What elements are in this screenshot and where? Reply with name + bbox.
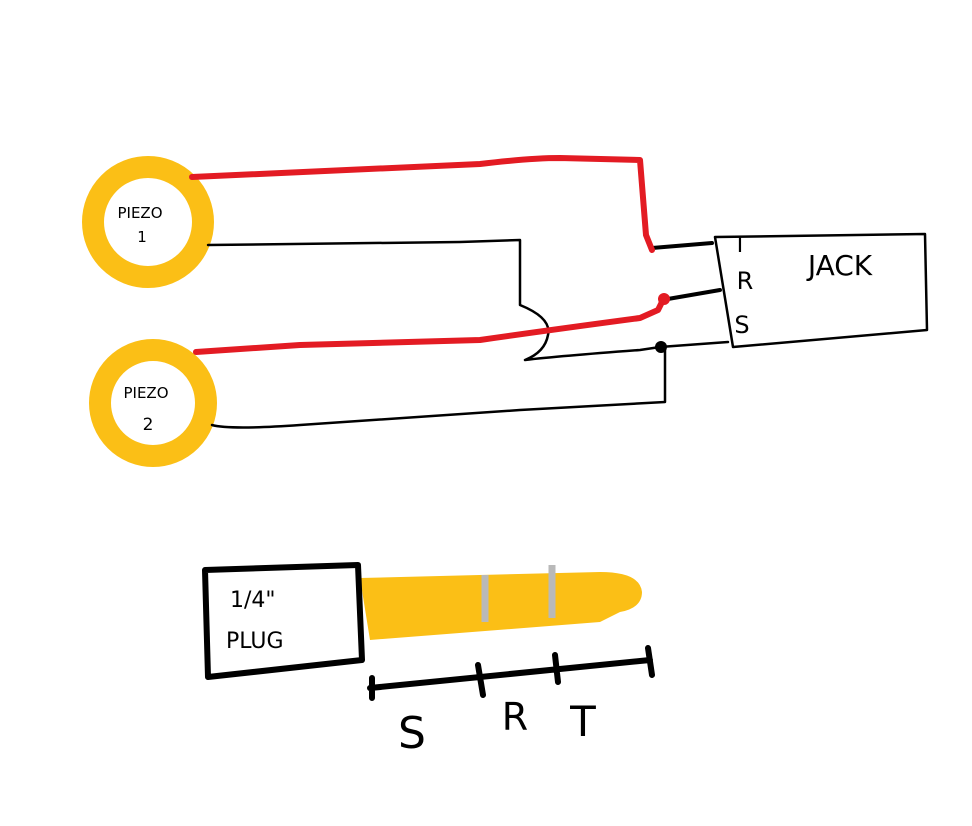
piezo-2-signal-wire bbox=[193, 295, 667, 355]
piezo-1-ring bbox=[82, 156, 214, 288]
plug-segment-s: S bbox=[398, 708, 426, 759]
plug-shaft bbox=[360, 572, 642, 640]
plug-segment-r: R bbox=[502, 695, 528, 739]
jack-terminal-s: S bbox=[734, 311, 749, 339]
jack-title: JACK bbox=[806, 249, 873, 282]
piezo-2: PIEZO 2 bbox=[89, 339, 217, 467]
plug-dimension-line bbox=[367, 645, 655, 701]
ring-lead bbox=[660, 288, 722, 302]
jack-terminal-r: R bbox=[737, 267, 754, 295]
piezo-1-label: PIEZO bbox=[117, 204, 162, 222]
piezo-1-number: 1 bbox=[137, 228, 147, 246]
sleeve-lead bbox=[658, 340, 730, 349]
plug: 1/4" PLUG S R T bbox=[202, 562, 655, 759]
plug-size-label: 1/4" bbox=[230, 588, 276, 613]
ring-solder-dot bbox=[658, 293, 670, 305]
jack-box bbox=[713, 232, 929, 349]
plug-handle bbox=[202, 562, 365, 680]
plug-segment-t: T bbox=[569, 697, 596, 746]
piezo-1: PIEZO 1 bbox=[82, 156, 214, 288]
jack-terminal-t: T bbox=[732, 233, 747, 258]
jack: T R S JACK bbox=[713, 232, 929, 349]
tip-lead bbox=[650, 241, 714, 250]
piezo-2-label: PIEZO bbox=[123, 384, 168, 402]
piezo-2-ground-wire bbox=[210, 345, 667, 429]
plug-label: PLUG bbox=[226, 629, 284, 654]
ground-junction-dot bbox=[655, 341, 667, 353]
piezo-2-ring bbox=[89, 339, 217, 467]
piezo-1-ground-wire bbox=[206, 238, 662, 362]
piezo-1-signal-wire bbox=[189, 155, 655, 253]
piezo-2-number: 2 bbox=[143, 415, 154, 435]
